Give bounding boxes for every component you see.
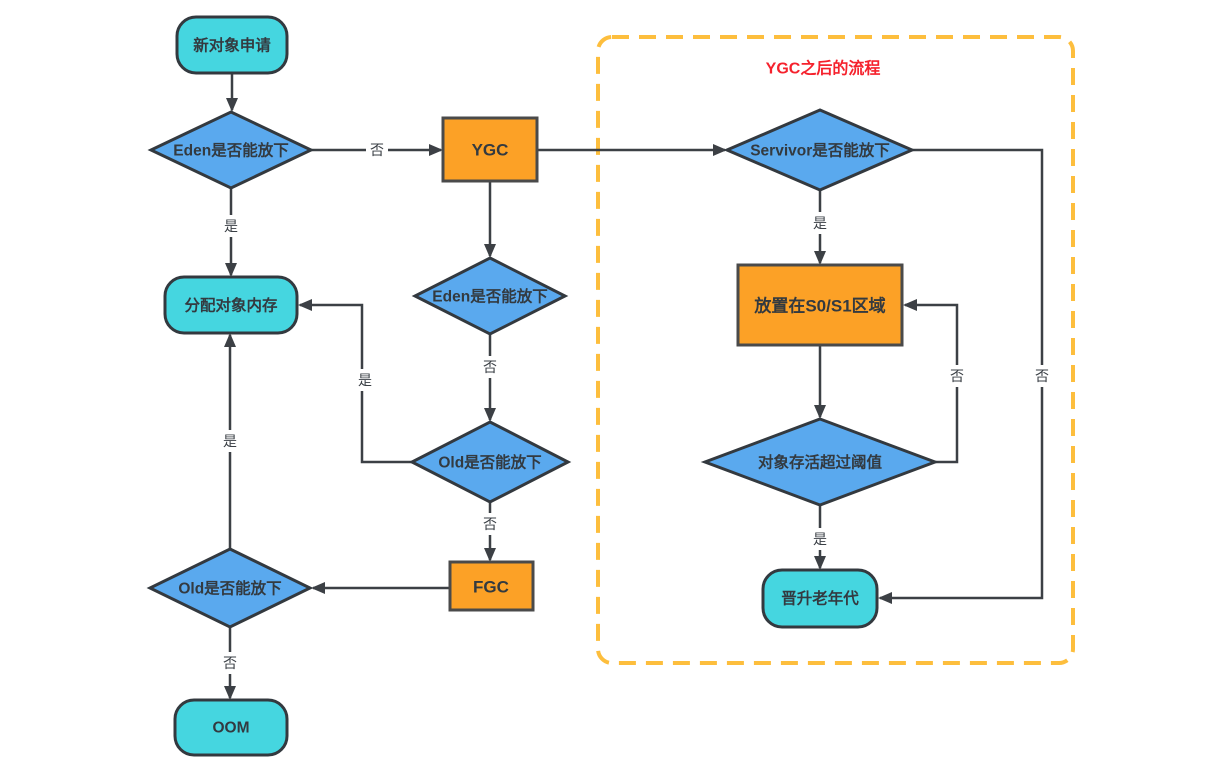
ygc-after-flow-title: YGC之后的流程 — [766, 59, 881, 78]
svg-text:对象存活超过阈值: 对象存活超过阈值 — [758, 453, 883, 472]
node-survivor-check: Servivor是否能放下 — [723, 108, 916, 192]
edge-label-yes-old2-allocate: 是 — [219, 430, 241, 452]
node-allocate: 分配对象内存 — [163, 275, 299, 335]
svg-text:新对象申请: 新对象申请 — [193, 36, 271, 55]
edge-label-yes-threshold-promote: 是 — [809, 528, 831, 550]
edge-label-no-threshold-s0s1: 否 — [946, 365, 968, 387]
svg-text:放置在S0/S1区域: 放置在S0/S1区域 — [753, 296, 885, 316]
node-old-check-1: Old是否能放下 — [408, 420, 572, 504]
edge-label-no-eden2-old1: 否 — [479, 356, 501, 378]
svg-text:YGC: YGC — [472, 141, 509, 160]
node-ygc: YGC — [441, 116, 539, 183]
svg-text:FGC: FGC — [473, 578, 509, 597]
svg-text:Servivor是否能放下: Servivor是否能放下 — [750, 141, 890, 160]
svg-text:是: 是 — [223, 433, 237, 449]
edge-label-no-old1-fgc: 否 — [479, 513, 501, 535]
svg-text:晋升老年代: 晋升老年代 — [781, 589, 859, 608]
node-place-s0s1: 放置在S0/S1区域 — [736, 263, 904, 347]
svg-text:OOM: OOM — [212, 720, 249, 737]
edge-label-no-eden1-ygc: 否 — [366, 139, 388, 161]
svg-text:是: 是 — [813, 215, 827, 231]
edge-label-no-survivor-promote: 否 — [1031, 365, 1053, 387]
edge-label-yes-survivor-s0s1: 是 — [809, 212, 831, 234]
edge-label-yes-old1-allocate: 是 — [354, 369, 376, 391]
svg-text:否: 否 — [370, 142, 384, 158]
node-promote-old: 晋升老年代 — [761, 568, 879, 629]
svg-text:Eden是否能放下: Eden是否能放下 — [432, 287, 547, 306]
node-age-threshold-check: 对象存活超过阈值 — [700, 417, 940, 507]
edge-label-yes-eden1-allocate: 是 — [220, 215, 242, 237]
node-start: 新对象申请 — [175, 15, 289, 75]
node-fgc: FGC — [448, 560, 535, 612]
node-eden-check-1: Eden是否能放下 — [147, 110, 315, 190]
svg-text:Old是否能放下: Old是否能放下 — [438, 453, 541, 472]
svg-text:是: 是 — [358, 372, 372, 388]
svg-text:分配对象内存: 分配对象内存 — [184, 296, 278, 315]
svg-text:否: 否 — [483, 516, 497, 532]
svg-text:否: 否 — [483, 359, 497, 375]
svg-text:是: 是 — [813, 531, 827, 547]
svg-text:Eden是否能放下: Eden是否能放下 — [173, 141, 288, 160]
svg-text:否: 否 — [223, 655, 237, 671]
svg-text:否: 否 — [1035, 368, 1049, 384]
svg-text:Old是否能放下: Old是否能放下 — [178, 579, 281, 598]
node-old-check-2: Old是否能放下 — [146, 547, 314, 629]
svg-text:是: 是 — [224, 218, 238, 234]
node-oom: OOM — [173, 698, 289, 757]
svg-text:否: 否 — [950, 368, 964, 384]
ygc-after-flow-container — [596, 35, 1075, 665]
edge-label-no-old2-oom: 否 — [219, 652, 241, 674]
node-eden-check-2: Eden是否能放下 — [411, 256, 569, 336]
